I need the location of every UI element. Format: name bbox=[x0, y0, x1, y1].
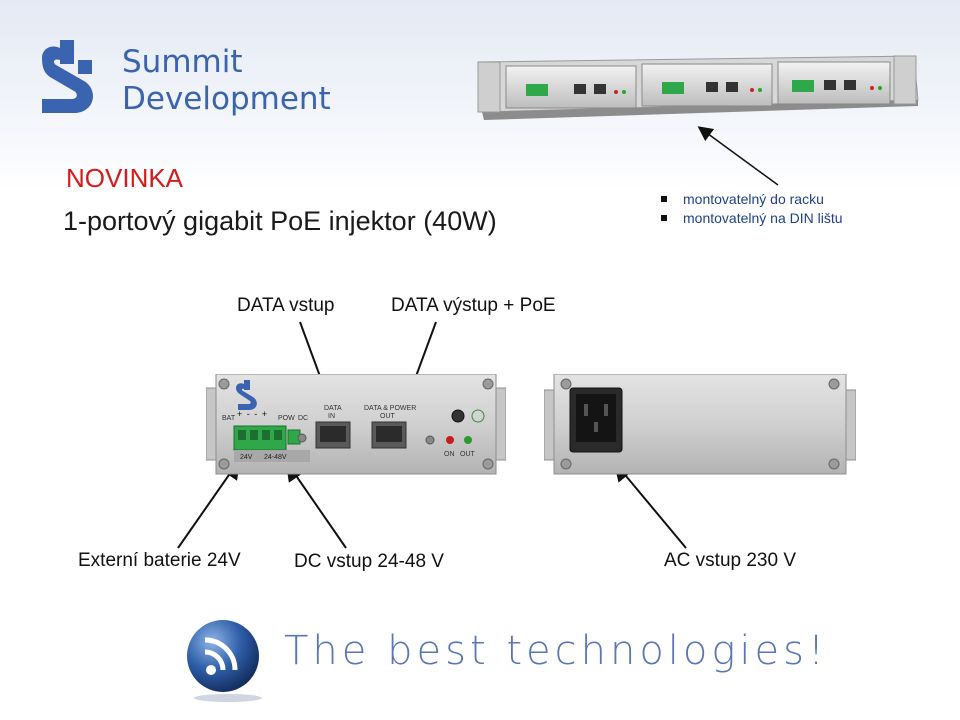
pow-label: POW bbox=[278, 415, 295, 422]
polarity-label: + - - + bbox=[237, 409, 268, 419]
v2448-label: 24-48V bbox=[264, 454, 287, 461]
brand-line-2: Development bbox=[122, 81, 331, 117]
ground-icon bbox=[471, 409, 485, 423]
rack-mount-image bbox=[477, 55, 919, 120]
ac-arrow bbox=[613, 460, 687, 549]
data-out-callout: DATA výstup + PoE bbox=[391, 295, 556, 316]
data-power-out-label-1: DATA & POWER bbox=[364, 405, 416, 412]
page-title: 1-portový gigabit PoE injektor (40W) bbox=[63, 206, 497, 236]
summit-logo-mark bbox=[42, 40, 94, 113]
feature-rack: montovatelný do racku bbox=[660, 190, 843, 209]
reset-button-icon bbox=[451, 409, 465, 423]
feature-list: montovatelný do racku montovatelný na DI… bbox=[660, 190, 843, 228]
data-in-callout: DATA vstup bbox=[237, 295, 335, 316]
v24-label: 24V bbox=[240, 454, 253, 461]
footer-tagline: The best technologies! bbox=[284, 628, 828, 674]
dc-label: DC bbox=[298, 415, 308, 422]
led-on-icon bbox=[446, 436, 454, 444]
brand-line-1: Summit bbox=[122, 44, 243, 80]
device-logo-icon bbox=[236, 380, 257, 410]
dc-input-caption: DC vstup 24-48 V bbox=[294, 551, 444, 572]
novinka-label: NOVINKA bbox=[66, 163, 184, 193]
device-front-panel: BAT + - - + POW DC 24V 24-48V DATA IN DA… bbox=[206, 374, 506, 475]
device-rear-panel bbox=[544, 374, 856, 475]
bat-label: BAT bbox=[222, 415, 236, 422]
on-label: ON bbox=[444, 451, 455, 458]
feature-din: montovatelný na DIN lištu bbox=[660, 209, 843, 228]
led-out-icon bbox=[464, 436, 472, 444]
data-in-label-1: DATA bbox=[324, 405, 342, 412]
rss-globe-icon bbox=[187, 620, 262, 702]
battery-caption: Externí baterie 24V bbox=[78, 550, 241, 571]
brand-name: Summit Development bbox=[122, 44, 331, 118]
out-label: OUT bbox=[460, 451, 476, 458]
data-power-out-label-2: OUT bbox=[380, 413, 396, 420]
ac-input-caption: AC vstup 230 V bbox=[664, 550, 797, 571]
battery-arrow bbox=[177, 458, 241, 549]
dc-arrow bbox=[285, 460, 347, 549]
data-in-label-2: IN bbox=[328, 413, 335, 420]
rack-arrow bbox=[697, 126, 779, 186]
